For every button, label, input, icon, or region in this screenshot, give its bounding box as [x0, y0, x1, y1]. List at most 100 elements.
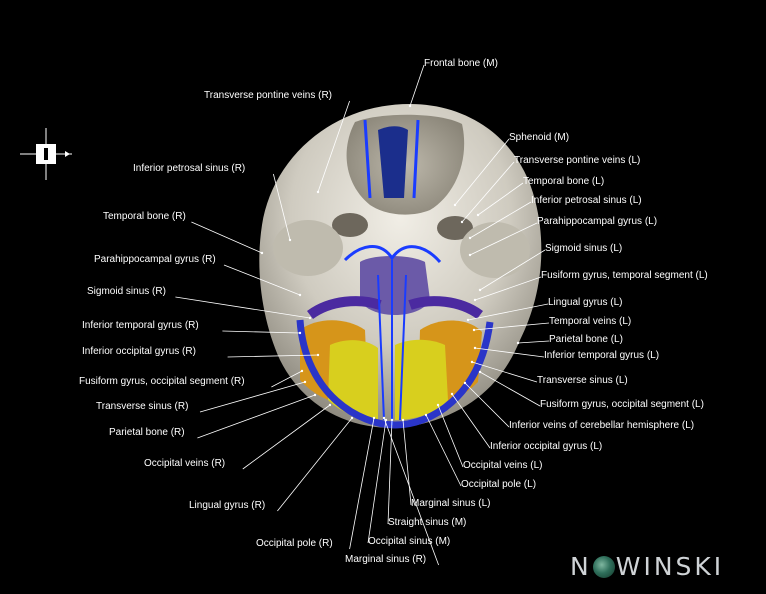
- leader-dot-parahippocampal-gyrus-l: [468, 253, 472, 257]
- leader-marginal-sinus-l: [402, 419, 412, 506]
- label-inferior-veins-of-cerebellar-hemisphere-l: Inferior veins of cerebellar hemisphere …: [509, 420, 695, 431]
- leader-dot-sphenoid-m: [453, 203, 457, 207]
- leader-inferior-occipital-gyrus-r: [227, 354, 319, 358]
- leader-dot-temporal-bone-r: [260, 251, 264, 255]
- central-veins: [377, 260, 407, 425]
- label-frontal-bone-m: Frontal bone (M): [424, 58, 498, 69]
- transverse-sinus-arc: [296, 319, 494, 429]
- label-occipital-veins-l: Occipital veins (L): [463, 460, 543, 471]
- brain-globe-icon: [592, 556, 615, 578]
- leader-parietal-bone-r: [197, 394, 316, 439]
- leader-sigmoid-sinus-r: [175, 296, 311, 319]
- label-parietal-bone-l: Parietal bone (L): [549, 334, 623, 345]
- label-sigmoid-sinus-r: Sigmoid sinus (R): [87, 286, 166, 297]
- leader-fusiform-gyrus-occipital-segment-l: [479, 371, 541, 407]
- leader-dot-straight-sinus-m: [390, 418, 394, 422]
- label-temporal-bone-l: Temporal bone (L): [523, 176, 605, 187]
- leader-occipital-veins-l: [437, 404, 464, 468]
- leader-temporal-bone-r: [191, 221, 263, 254]
- leader-dot-inferior-veins-of-cerebellar-hemisphere-l: [463, 381, 467, 385]
- label-transverse-sinus-r: Transverse sinus (R): [96, 401, 189, 412]
- label-fusiform-gyrus-temporal-segment-l: Fusiform gyrus, temporal segment (L): [541, 270, 708, 281]
- leader-occipital-veins-r: [242, 404, 331, 470]
- purple-arc: [307, 296, 483, 320]
- label-marginal-sinus-r: Marginal sinus (R): [345, 554, 427, 565]
- leader-dot-inferior-occipital-gyrus-l: [450, 392, 454, 396]
- leader-occipital-pole-l: [425, 414, 462, 487]
- label-transverse-pontine-veins-l: Transverse pontine veins (L): [514, 155, 641, 166]
- label-inferior-occipital-gyrus-r: Inferior occipital gyrus (R): [82, 346, 196, 357]
- label-fusiform-gyrus-occipital-segment-r: Fusiform gyrus, occipital segment (R): [79, 376, 245, 387]
- label-parahippocampal-gyrus-l: Parahippocampal gyrus (L): [537, 216, 658, 227]
- foramen-left: [332, 213, 368, 237]
- label-parietal-bone-r: Parietal bone (R): [109, 427, 185, 438]
- leader-dot-inferior-occipital-gyrus-r: [316, 353, 320, 357]
- label-inferior-temporal-gyrus-r: Inferior temporal gyrus (R): [82, 320, 199, 331]
- leader-lines: [175, 64, 550, 566]
- label-sphenoid-m: Sphenoid (M): [509, 132, 570, 143]
- leader-dot-marginal-sinus-r: [382, 416, 386, 420]
- leader-dot-sigmoid-sinus-l: [478, 288, 482, 292]
- label-inferior-petrosal-sinus-r: Inferior petrosal sinus (R): [133, 163, 246, 174]
- label-inferior-temporal-gyrus-l: Inferior temporal gyrus (L): [544, 350, 660, 361]
- leader-dot-parahippocampal-gyrus-r: [298, 293, 302, 297]
- pontine-veins: [343, 245, 442, 264]
- leader-inferior-occipital-gyrus-l: [451, 393, 491, 449]
- label-sigmoid-sinus-l: Sigmoid sinus (L): [545, 243, 623, 254]
- leader-dot-transverse-sinus-l: [470, 360, 474, 364]
- label-parahippocampal-gyrus-r: Parahippocampal gyrus (R): [94, 254, 216, 265]
- leader-temporal-veins-l: [473, 322, 550, 331]
- label-lingual-gyrus-r: Lingual gyrus (R): [189, 500, 266, 511]
- leader-inferior-veins-of-cerebellar-hemisphere-l: [464, 382, 510, 428]
- leader-lingual-gyrus-l: [467, 303, 549, 321]
- middle-fossa-left: [460, 222, 530, 278]
- occipital-lobe-yellow-left: [395, 339, 448, 420]
- leader-dot-occipital-veins-r: [328, 403, 332, 407]
- leader-inferior-petrosal-sinus-r: [273, 173, 291, 241]
- leader-dot-lingual-gyrus-l: [466, 318, 470, 322]
- leader-dot-fusiform-gyrus-occipital-segment-l: [478, 370, 482, 374]
- leader-dot-temporal-bone-l: [476, 213, 480, 217]
- leader-transverse-pontine-veins-r: [317, 100, 350, 193]
- leader-dot-transverse-sinus-r: [303, 380, 307, 384]
- leader-transverse-sinus-l: [471, 361, 538, 383]
- leader-dot-temporal-veins-l: [472, 328, 476, 332]
- label-temporal-bone-r: Temporal bone (R): [103, 211, 186, 222]
- label-straight-sinus-m: Straight sinus (M): [388, 517, 467, 528]
- leader-dot-transverse-pontine-veins-l: [460, 220, 464, 224]
- leader-dot-inferior-temporal-gyrus-r: [298, 331, 302, 335]
- leader-occipital-pole-r: [349, 417, 375, 550]
- label-occipital-pole-l: Occipital pole (L): [461, 479, 537, 490]
- leader-lingual-gyrus-r: [277, 417, 353, 512]
- label-transverse-sinus-l: Transverse sinus (L): [537, 375, 628, 386]
- leader-sphenoid-m: [454, 138, 510, 206]
- leader-dot-parietal-bone-r: [313, 393, 317, 397]
- leader-inferior-petrosal-sinus-l: [469, 201, 532, 239]
- leader-dot-occipital-veins-l: [436, 403, 440, 407]
- leader-dot-transverse-pontine-veins-r: [316, 190, 320, 194]
- leader-fusiform-gyrus-occipital-segment-r: [271, 370, 303, 388]
- foramen-right: [437, 216, 473, 240]
- leader-temporal-bone-l: [477, 182, 524, 216]
- leader-marginal-sinus-r: [383, 417, 439, 566]
- leader-inferior-temporal-gyrus-r: [222, 330, 301, 334]
- leader-dot-occipital-pole-l: [424, 413, 428, 417]
- leader-dot-frontal-bone-m: [408, 104, 412, 108]
- label-occipital-sinus-m: Occipital sinus (M): [368, 536, 451, 547]
- leader-dot-inferior-petrosal-sinus-l: [468, 236, 472, 240]
- leader-dot-occipital-pole-r: [372, 416, 376, 420]
- label-marginal-sinus-l: Marginal sinus (L): [411, 498, 491, 509]
- leader-parietal-bone-l: [517, 340, 550, 344]
- superior-veins: [363, 119, 420, 199]
- label-inferior-occipital-gyrus-l: Inferior occipital gyrus (L): [490, 441, 603, 452]
- orientation-cross-icon: [20, 128, 72, 180]
- label-occipital-veins-r: Occipital veins (R): [144, 458, 226, 469]
- leader-dot-sigmoid-sinus-r: [308, 316, 312, 320]
- leader-inferior-temporal-gyrus-l: [474, 347, 545, 358]
- leader-transverse-sinus-r: [199, 381, 306, 413]
- leader-straight-sinus-m: [387, 419, 393, 525]
- leader-occipital-sinus-m: [367, 419, 387, 544]
- label-inferior-petrosal-sinus-l: Inferior petrosal sinus (L): [531, 195, 642, 206]
